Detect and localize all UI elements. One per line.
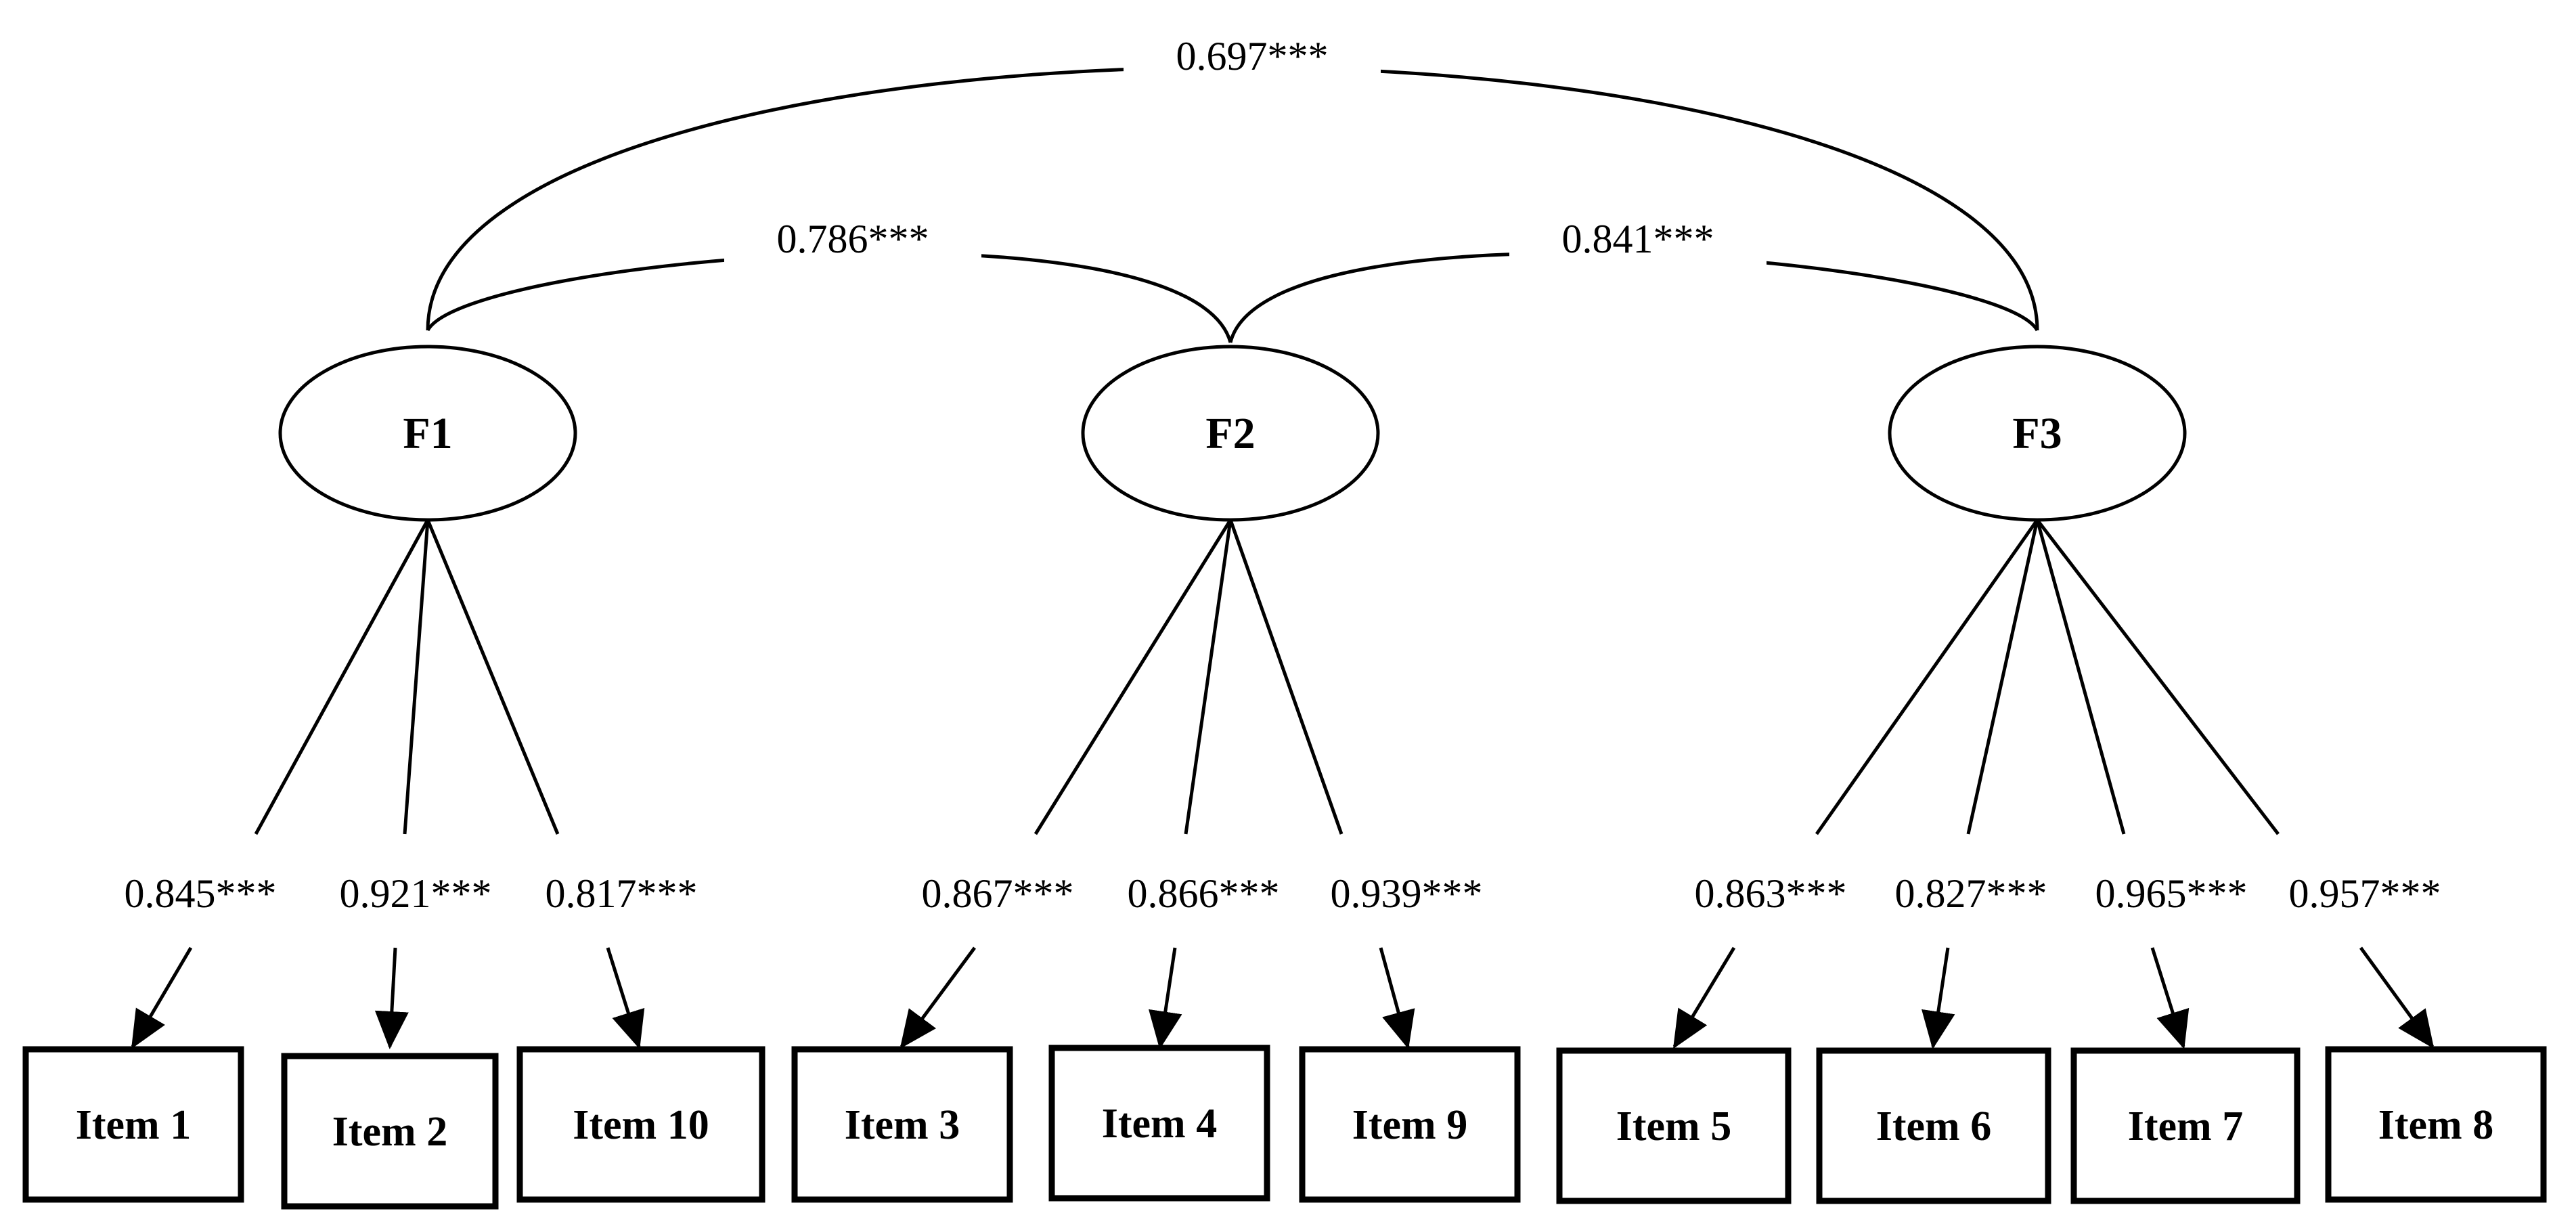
corr-label-f2-f3: 0.841*** xyxy=(1562,217,1714,261)
corr-label-f1-f3: 0.697*** xyxy=(1176,34,1329,79)
factor-f1-ellipse xyxy=(278,345,577,522)
arrow-item6 xyxy=(1922,947,1955,1049)
arrow-item7 xyxy=(2150,947,2190,1049)
loading-line-f3-item5 xyxy=(1815,519,2039,835)
item-label-item8: Item 8 xyxy=(2378,1102,2493,1148)
loading-line-f3-item8 xyxy=(2036,519,2280,835)
loading-label-item10: 0.817*** xyxy=(546,871,698,916)
item-label-item2: Item 2 xyxy=(332,1109,447,1155)
loading-line-f1-item1 xyxy=(254,519,430,835)
loading-label-item6: 0.827*** xyxy=(1895,871,2047,916)
arrow-item9 xyxy=(1379,947,1415,1049)
arrow-item3 xyxy=(900,946,977,1049)
item-label-item10: Item 10 xyxy=(573,1102,709,1148)
loading-line-f2-item4 xyxy=(1184,519,1233,835)
factor-f3-ellipse xyxy=(1888,345,2187,522)
arrow-item10 xyxy=(606,947,645,1049)
item-box-item8 xyxy=(2325,1046,2547,1203)
item-box-item3 xyxy=(791,1046,1013,1203)
loading-line-f1-item10 xyxy=(426,519,560,835)
item-box-item9 xyxy=(1299,1046,1521,1203)
item-label-item1: Item 1 xyxy=(76,1102,191,1148)
loading-line-f2-item9 xyxy=(1228,519,1343,835)
loading-line-f2-item3 xyxy=(1034,519,1233,835)
loading-label-item5: 0.863*** xyxy=(1695,871,1847,916)
item-label-item3: Item 3 xyxy=(845,1102,960,1148)
factor-f1-label: F1 xyxy=(403,409,452,458)
item-label-item7: Item 7 xyxy=(2128,1103,2243,1149)
loading-label-item7: 0.965*** xyxy=(2095,871,2248,916)
item-label-item5: Item 5 xyxy=(1616,1103,1731,1149)
item-box-item7 xyxy=(2070,1047,2301,1204)
arrow-item4 xyxy=(1149,947,1182,1049)
item-box-item2 xyxy=(281,1053,499,1210)
arrow-item8 xyxy=(2359,946,2435,1049)
loading-line-f3-item7 xyxy=(2035,519,2126,835)
arrow-item2 xyxy=(374,947,409,1049)
loading-line-f3-item6 xyxy=(1966,519,2039,835)
loading-label-item2: 0.921*** xyxy=(340,871,492,916)
corr-arc-f1-f3 xyxy=(426,66,2039,331)
corr-label-f1-f2: 0.786*** xyxy=(777,217,929,261)
loading-label-item1: 0.845*** xyxy=(125,871,277,916)
item-label-item4: Item 4 xyxy=(1102,1101,1217,1147)
loading-label-item9: 0.939*** xyxy=(1331,871,1483,916)
loading-label-item8: 0.957*** xyxy=(2289,871,2441,916)
factor-f3-label: F3 xyxy=(2012,409,2062,458)
item-box-item10 xyxy=(516,1046,765,1203)
item-label-item6: Item 6 xyxy=(1876,1103,1991,1149)
loading-label-item3: 0.867*** xyxy=(922,871,1074,916)
item-label-item9: Item 9 xyxy=(1352,1102,1467,1148)
loading-line-f1-item2 xyxy=(403,519,430,835)
arrow-item5 xyxy=(1672,946,1736,1049)
item-box-item6 xyxy=(1816,1047,2051,1204)
factor-f2-label: F2 xyxy=(1205,409,1255,458)
factor-f2-ellipse xyxy=(1081,345,1380,522)
loading-label-item4: 0.866*** xyxy=(1128,871,1280,916)
item-box-item1 xyxy=(22,1046,244,1203)
item-box-item4 xyxy=(1048,1045,1270,1202)
arrow-item1 xyxy=(131,946,193,1049)
item-box-item5 xyxy=(1556,1047,1792,1204)
